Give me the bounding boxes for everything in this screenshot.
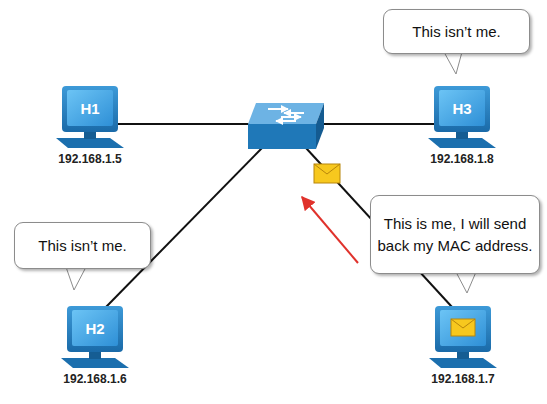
host-name: H2 <box>72 310 118 346</box>
speech-bubble: This isn’t me. <box>383 9 530 54</box>
switch-arrow <box>276 120 296 122</box>
monitor-screen <box>440 310 486 346</box>
keyboard-base <box>429 358 497 368</box>
speech-text: This isn’t me. <box>38 235 126 257</box>
speech-bubble: This is me, I will send back my MAC addr… <box>370 195 540 274</box>
bubble-tail <box>444 52 462 74</box>
ip-address: 192.168.1.5 <box>35 152 145 166</box>
speech-text: This isn’t me. <box>412 21 500 43</box>
envelope-body <box>314 164 340 183</box>
host-computer: H1192.168.1.5 <box>50 86 130 168</box>
switch-front <box>248 124 316 149</box>
monitor-frame <box>435 306 491 352</box>
computer-icon <box>50 86 130 150</box>
keyboard-base <box>56 138 124 148</box>
keyboard-base <box>61 358 129 368</box>
speech-text: This is me, I will send back my MAC addr… <box>375 213 535 257</box>
monitor-frame <box>67 306 123 352</box>
ip-address: 192.168.1.7 <box>408 372 518 386</box>
keyboard-base <box>428 138 496 148</box>
monitor-frame <box>62 86 118 132</box>
monitor-frame <box>434 86 490 132</box>
bubble-tail <box>66 267 86 290</box>
envelope-flap <box>451 319 475 328</box>
monitor-screen <box>439 90 485 126</box>
host-computer: H3192.168.1.8 <box>422 86 502 168</box>
switch-arrow <box>281 116 301 118</box>
bubble-tail <box>456 272 476 293</box>
computer-icon <box>423 306 503 370</box>
envelope-icon <box>314 164 340 183</box>
envelope-body <box>451 319 475 336</box>
host-computer: 192.168.1.7 <box>423 306 503 388</box>
host-computer: H2192.168.1.6 <box>55 306 135 388</box>
ip-address: 192.168.1.8 <box>407 152 517 166</box>
monitor-screen <box>67 90 113 126</box>
host-name: H3 <box>439 90 485 126</box>
computer-icon <box>422 86 502 150</box>
wire <box>115 123 250 125</box>
speech-bubble: This isn’t me. <box>14 222 151 269</box>
envelope-flap <box>314 164 340 174</box>
switch-top <box>248 103 324 124</box>
monitor-screen <box>72 310 118 346</box>
wire <box>322 123 436 125</box>
switch-arrow <box>268 108 288 110</box>
computer-icon <box>55 306 135 370</box>
switch-symbol <box>248 103 324 149</box>
direction-arrow <box>302 197 358 263</box>
switch-arrow <box>284 112 304 114</box>
switch-side <box>316 103 324 149</box>
ip-address: 192.168.1.6 <box>40 372 150 386</box>
envelope-icon <box>451 319 475 336</box>
host-name: H1 <box>67 90 113 126</box>
